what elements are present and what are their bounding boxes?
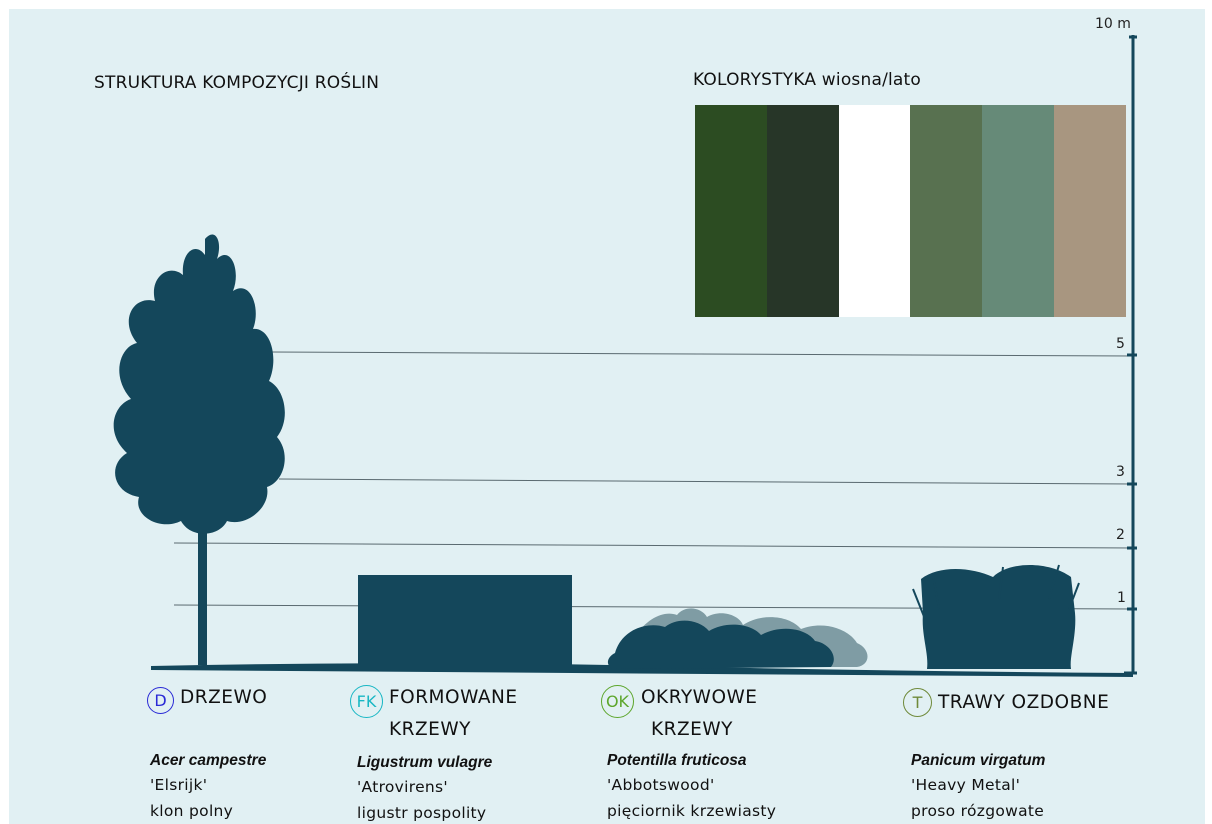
common-name-grasses: proso rózgowate bbox=[911, 802, 1045, 820]
plant-silhouettes bbox=[113, 35, 1137, 677]
scale-tick-3: 3 bbox=[1116, 464, 1125, 480]
formed-shrub-silhouette bbox=[358, 575, 572, 667]
code-badge-t: T bbox=[903, 688, 932, 717]
guide-line-2m bbox=[173, 542, 1134, 549]
color-swatch-4 bbox=[910, 105, 983, 317]
cultivar-groundcover: 'Abbotswood' bbox=[607, 776, 715, 794]
diagram-panel: STRUKTURA KOMPOZYCJI ROŚLIN KOLORYSTYKA … bbox=[9, 9, 1205, 824]
latin-name-grasses: Panicum virgatum bbox=[911, 752, 1046, 769]
category-grasses: TRAWY OZDOBNE bbox=[938, 692, 1110, 713]
structure-title: STRUKTURA KOMPOZYCJI ROŚLIN bbox=[94, 73, 380, 93]
category-groundcover-line2: KRZEWY bbox=[651, 719, 733, 740]
color-swatch-2 bbox=[766, 105, 839, 317]
common-name-tree: klon polny bbox=[150, 802, 234, 820]
scale-tick-1: 1 bbox=[1117, 590, 1126, 606]
code-badge-fk: FK bbox=[350, 685, 383, 718]
cultivar-formed-shrubs: 'Atrovirens' bbox=[357, 778, 448, 796]
common-name-groundcover: pięciornik krzewiasty bbox=[607, 802, 777, 820]
common-name-formed-shrubs: ligustr pospolity bbox=[357, 804, 487, 822]
latin-name-tree: Acer campestre bbox=[150, 752, 267, 769]
tree-silhouette bbox=[113, 234, 285, 665]
height-guide-lines bbox=[173, 351, 1134, 610]
category-groundcover-line1: OKRYWOWE bbox=[641, 687, 758, 708]
cultivar-grasses: 'Heavy Metal' bbox=[911, 776, 1021, 794]
category-tree: DRZEWO bbox=[180, 687, 268, 708]
color-swatch-6 bbox=[1054, 105, 1126, 317]
height-scale-bar bbox=[1124, 35, 1137, 675]
cultivar-tree: 'Elsrijk' bbox=[150, 776, 208, 794]
guide-line-5m bbox=[270, 351, 1134, 357]
code-badge-ok: OK bbox=[601, 685, 634, 718]
groundcover-shrub-silhouette bbox=[607, 608, 868, 669]
scale-tick-5: 5 bbox=[1116, 336, 1125, 352]
color-swatch-3 bbox=[838, 105, 911, 317]
color-palette bbox=[695, 105, 1126, 317]
color-palette-title: KOLORYSTYKA wiosna/lato bbox=[693, 70, 922, 90]
category-formed-shrubs-line2: KRZEWY bbox=[389, 719, 471, 740]
color-swatch-1 bbox=[695, 105, 767, 317]
category-formed-shrubs-line1: FORMOWANE bbox=[389, 687, 518, 708]
guide-line-3m bbox=[278, 478, 1134, 485]
scale-tick-2: 2 bbox=[1116, 527, 1125, 543]
color-swatch-5 bbox=[982, 105, 1055, 317]
code-badge-d: D bbox=[147, 687, 174, 714]
ornamental-grass-silhouette bbox=[912, 564, 1080, 669]
latin-name-groundcover: Potentilla fruticosa bbox=[607, 752, 747, 769]
scale-top-label: 10 m bbox=[1095, 16, 1131, 32]
latin-name-formed-shrubs: Ligustrum vulagre bbox=[357, 754, 493, 771]
